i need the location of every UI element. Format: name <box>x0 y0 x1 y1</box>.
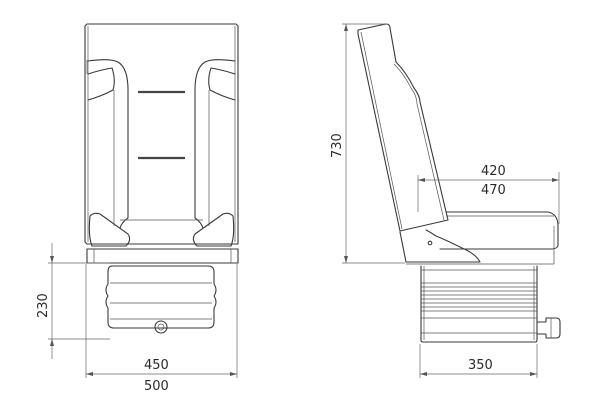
recline-hinge-bracket <box>399 229 481 263</box>
dim-500-label: 500 <box>144 379 169 394</box>
front-view <box>84 23 239 334</box>
left-bolster <box>87 59 129 229</box>
right-bolster <box>194 59 236 229</box>
side-dimensions: 730 420 470 350 <box>330 23 560 378</box>
front-suspension-bellows <box>105 265 217 329</box>
dim-470-label: 470 <box>481 183 506 198</box>
side-adjust-knob-icon <box>536 317 561 339</box>
front-backrest-outline <box>84 23 239 245</box>
side-suspension-base <box>420 265 538 343</box>
weight-adjust-knob-icon <box>154 320 168 334</box>
dim-230-label: 230 <box>36 293 51 318</box>
side-seat-cushion <box>439 211 559 250</box>
dim-420-label: 420 <box>481 164 506 179</box>
side-view <box>357 23 561 343</box>
dim-450-label: 450 <box>144 358 169 373</box>
recline-pivot-icon <box>427 240 433 246</box>
right-seat-wing <box>192 212 235 247</box>
front-seat-base-plate <box>86 248 239 264</box>
side-backrest-outline <box>357 23 449 232</box>
front-dimensions: 230 450 500 <box>36 243 238 394</box>
dim-350-label: 350 <box>468 358 493 373</box>
dim-730-label: 730 <box>330 133 345 158</box>
left-seat-wing <box>88 212 131 247</box>
